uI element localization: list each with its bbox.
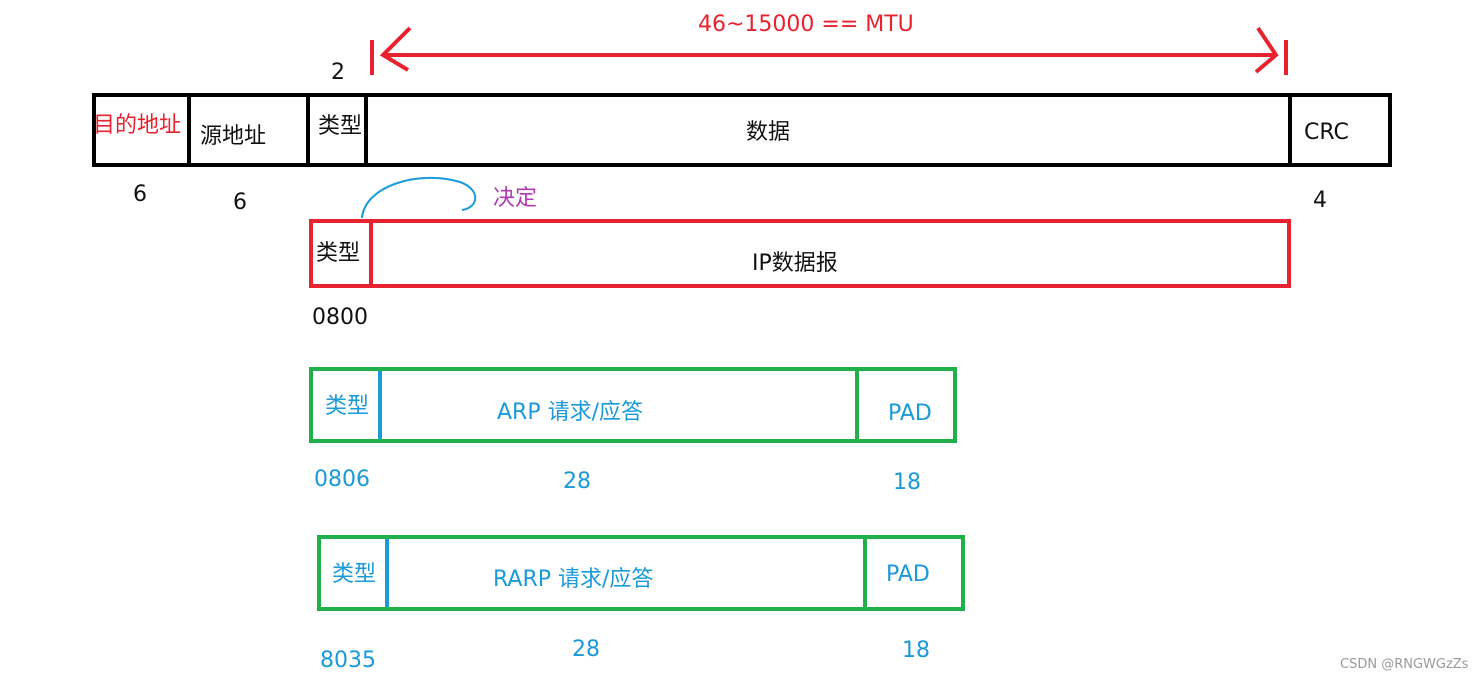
- frame-src-field: 源地址: [200, 124, 267, 149]
- rarp-divider: [863, 535, 867, 611]
- frame-dst-length: 6: [133, 182, 147, 207]
- arp-frame: [309, 367, 957, 443]
- rarp-type-code: 8035: [320, 648, 376, 673]
- decide-arrow: [361, 176, 477, 219]
- rarp-divider: [385, 539, 389, 607]
- rarp-type-field: 类型: [332, 562, 377, 587]
- arp-type-field: 类型: [325, 394, 370, 419]
- frame-divider: [364, 93, 368, 167]
- ip-type-field: 类型: [316, 241, 361, 266]
- arp-payload-length: 28: [563, 469, 591, 494]
- arp-pad-field: PAD: [888, 401, 932, 426]
- rarp-pad-length: 18: [902, 638, 930, 663]
- arp-type-code: 0806: [314, 467, 370, 492]
- rarp-pad-field: PAD: [886, 562, 930, 587]
- mtu-arrow-right-head: [1254, 26, 1279, 74]
- ip-payload-field: IP数据报: [752, 251, 838, 276]
- ip-divider: [369, 219, 373, 288]
- frame-divider: [187, 93, 191, 167]
- mtu-label: 46~15000 == MTU: [698, 12, 914, 37]
- frame-data-field: 数据: [746, 120, 791, 145]
- frame-divider: [306, 93, 310, 167]
- frame-dst-field: 目的地址: [93, 113, 182, 138]
- rarp-payload-field: RARP 请求/应答: [493, 567, 654, 592]
- ethernet-frame: [92, 93, 1392, 167]
- frame-type-field: 类型: [318, 114, 363, 139]
- arp-payload-field: ARP 请求/应答: [497, 400, 644, 425]
- ip-frame: [309, 219, 1291, 288]
- ip-type-code: 0800: [312, 305, 368, 330]
- watermark: CSDN @RNGWGzZs: [1340, 657, 1469, 672]
- frame-divider: [1288, 93, 1292, 167]
- arp-divider: [855, 367, 859, 443]
- frame-crc-field: CRC: [1304, 120, 1349, 145]
- mtu-arrow-left-head: [379, 26, 412, 72]
- type-size-label: 2: [331, 60, 345, 85]
- frame-crc-length: 4: [1313, 188, 1327, 213]
- rarp-payload-length: 28: [572, 637, 600, 662]
- rarp-frame: [317, 535, 965, 611]
- arp-divider: [378, 371, 382, 439]
- decide-label: 决定: [493, 186, 538, 211]
- frame-src-length: 6: [233, 190, 247, 215]
- arp-pad-length: 18: [893, 470, 921, 495]
